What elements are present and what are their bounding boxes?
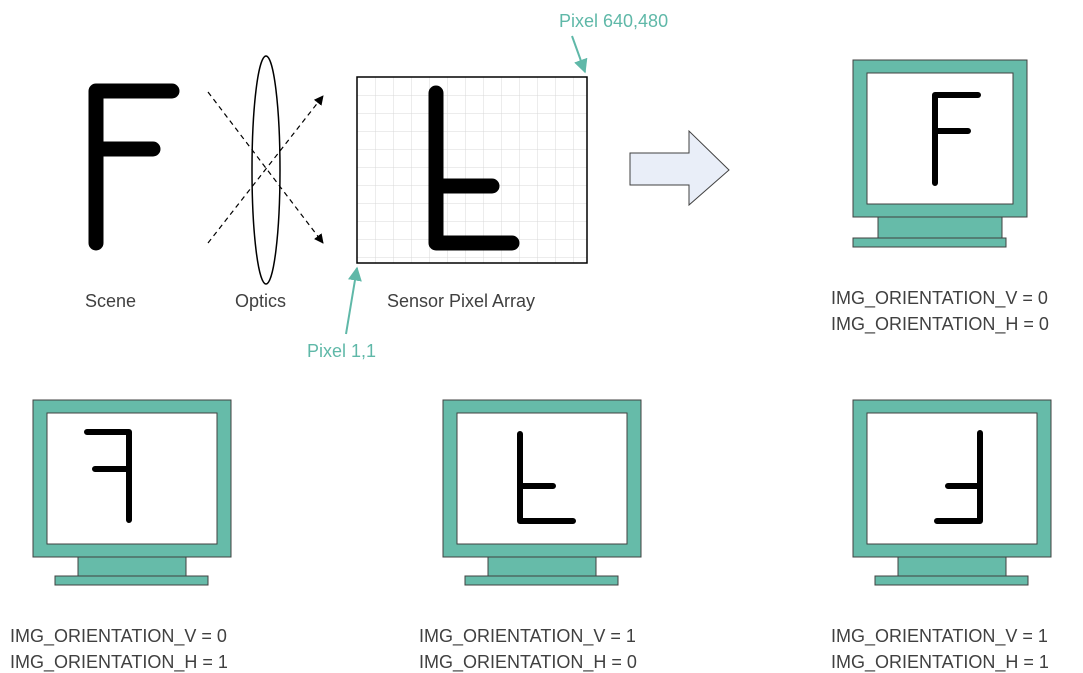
optics-label: Optics — [235, 291, 287, 311]
sensor-label: Sensor Pixel Array — [387, 291, 536, 311]
monitor-3-h-label: IMG_ORIENTATION_H = 0 — [419, 652, 637, 672]
flow-arrow — [629, 129, 730, 207]
monitor-3 — [442, 399, 642, 586]
monitor-2-v-label: IMG_ORIENTATION_V = 0 — [10, 626, 227, 646]
optics-lens — [251, 55, 281, 285]
scene-label: Scene — [85, 291, 137, 311]
sensor-pixel-array — [356, 76, 588, 264]
scene-glyph — [88, 83, 180, 251]
optics-rays — [207, 91, 324, 244]
monitor-1-v-label: IMG_ORIENTATION_V = 0 — [831, 288, 1048, 308]
pixel-top-right-pointer — [571, 35, 588, 74]
monitor-4 — [852, 399, 1052, 586]
monitor-2-h-label: IMG_ORIENTATION_H = 1 — [10, 652, 228, 672]
pixel-top-right-label: Pixel 640,480 — [559, 11, 669, 31]
monitor-1 — [852, 59, 1028, 248]
monitor-2 — [32, 399, 232, 586]
monitor-4-h-label: IMG_ORIENTATION_H = 1 — [831, 652, 1049, 672]
monitor-1-h-label: IMG_ORIENTATION_H = 0 — [831, 314, 1049, 334]
monitor-4-v-label: IMG_ORIENTATION_V = 1 — [831, 626, 1048, 646]
monitor-3-v-label: IMG_ORIENTATION_V = 1 — [419, 626, 636, 646]
pixel-bottom-left-pointer — [345, 266, 362, 335]
pixel-bottom-left-label: Pixel 1,1 — [307, 341, 377, 361]
